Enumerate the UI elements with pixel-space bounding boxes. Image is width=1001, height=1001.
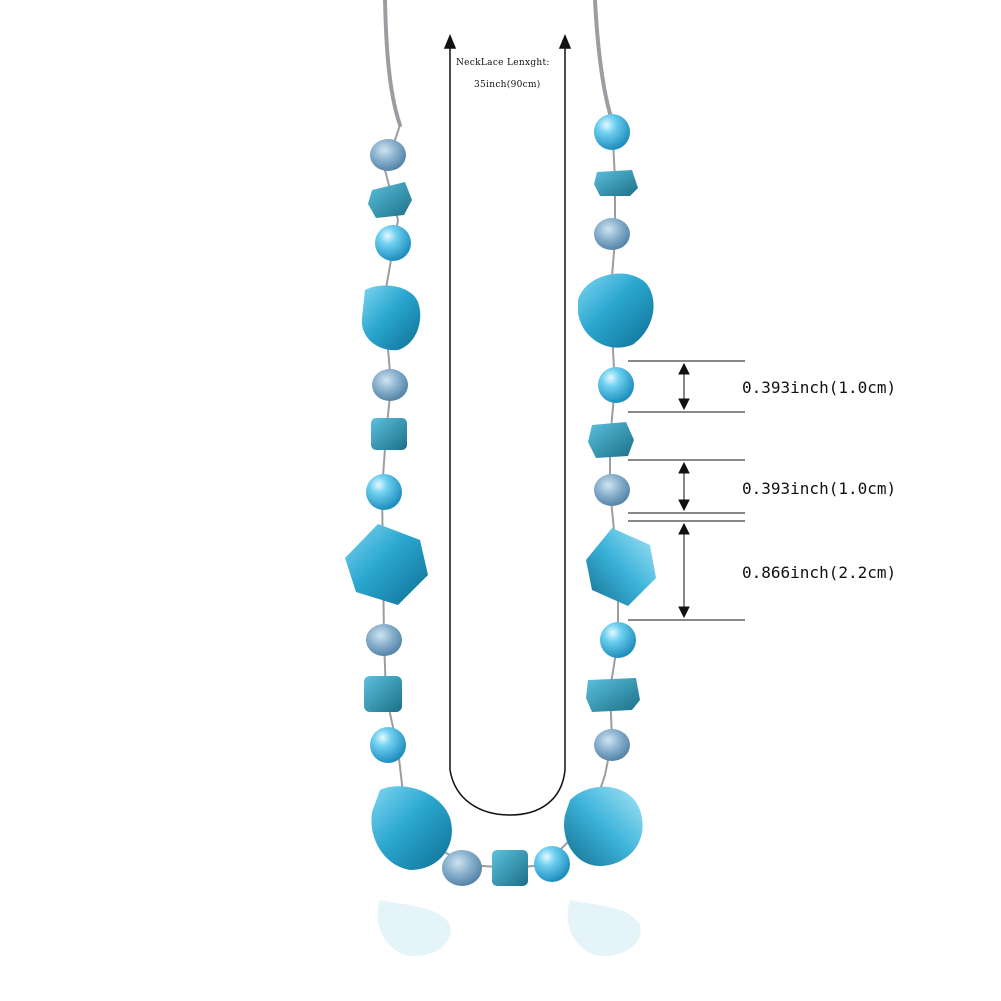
dimension-guides — [628, 360, 745, 621]
shell-chip — [586, 678, 640, 712]
reflection — [377, 900, 641, 956]
pearl-bead — [600, 622, 636, 658]
dimension-label: 0.393inch(1.0cm) — [742, 479, 897, 498]
shell-nugget — [371, 786, 452, 870]
crystal-bead — [594, 474, 630, 506]
dimension-label: 0.393inch(1.0cm) — [742, 378, 897, 397]
shell-nugget — [586, 528, 656, 606]
arrow-up-icon — [443, 34, 457, 49]
pearl-bead — [375, 225, 411, 261]
crystal-bead — [594, 218, 630, 250]
shell-chip — [368, 182, 412, 218]
shell-chip — [594, 170, 638, 196]
length-guide — [443, 34, 572, 816]
shell-nugget — [564, 786, 643, 866]
pearl-bead — [370, 727, 406, 763]
right-strand — [578, 114, 656, 761]
arrow-up-icon — [558, 34, 572, 49]
shell-nugget — [345, 524, 428, 605]
shell-chip — [364, 676, 402, 712]
pearl-bead — [594, 114, 630, 150]
shell-nugget — [361, 285, 421, 351]
shell-chip — [371, 418, 407, 450]
chain — [380, 0, 619, 870]
dimension-label: 0.866inch(2.2cm) — [742, 563, 897, 582]
crystal-bead — [372, 369, 408, 401]
crystal-bead — [442, 850, 482, 886]
crystal-bead — [370, 139, 406, 171]
pearl-bead — [598, 367, 634, 403]
crystal-bead — [594, 729, 630, 761]
pearl-bead — [534, 846, 570, 882]
shell-chip — [588, 422, 634, 458]
bottom-strand — [442, 786, 643, 886]
crystal-bead — [366, 624, 402, 656]
necklace-length-label-2: 35inch(90cm) — [474, 80, 541, 90]
shell-chip — [492, 850, 528, 886]
pearl-bead — [366, 474, 402, 510]
shell-nugget — [578, 273, 654, 348]
left-strand — [345, 139, 452, 870]
necklace-length-label-1: NeckLace Lenxght: — [456, 58, 550, 68]
